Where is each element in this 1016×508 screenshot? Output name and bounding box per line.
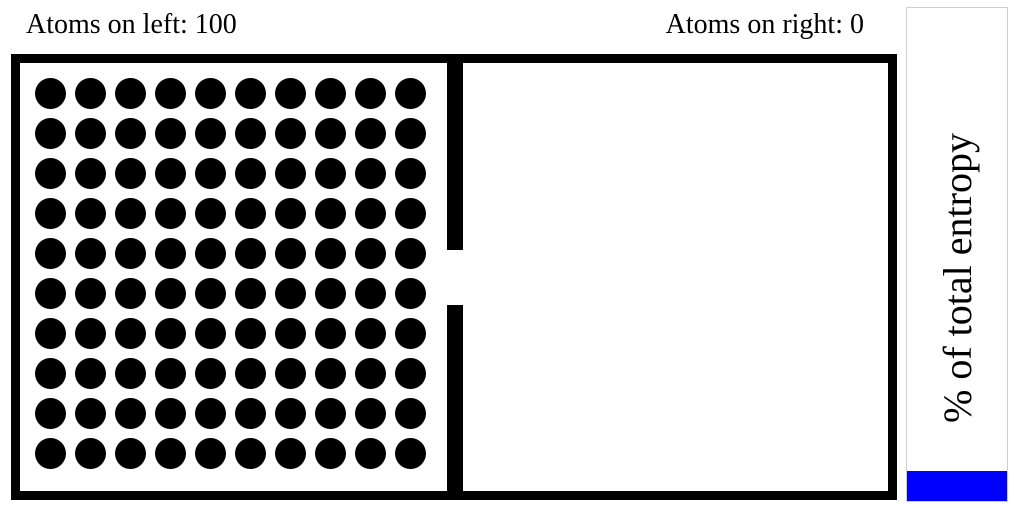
atoms-left-counter: Atoms on left: 100: [26, 8, 237, 42]
atoms-left-count: 100: [194, 9, 237, 40]
entropy-fill-bar: [907, 471, 1007, 501]
atoms-left-label: Atoms on left:: [26, 9, 188, 40]
atoms-right-count: 0: [850, 9, 864, 40]
entropy-meter-label: % of total entropy: [935, 133, 980, 423]
atoms-right-counter: Atoms on right: 0: [666, 8, 864, 42]
atoms-right-label: Atoms on right:: [665, 9, 843, 40]
entropy-meter: % of total entropy: [906, 7, 1008, 502]
partition-wall-top: [447, 63, 463, 250]
partition-wall-bottom: [447, 305, 463, 491]
